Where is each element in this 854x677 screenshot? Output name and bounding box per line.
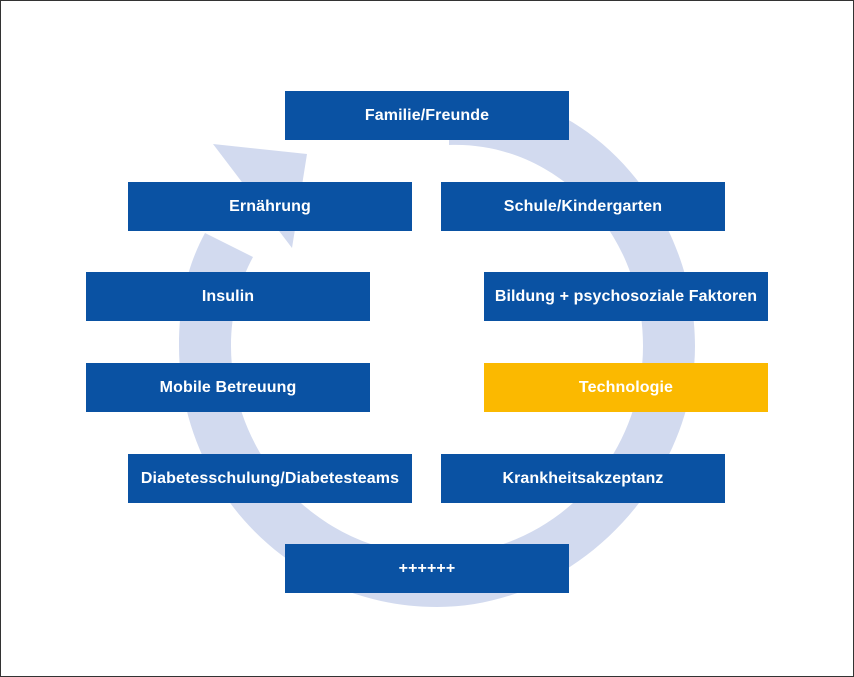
box-label: ++++++	[398, 559, 456, 577]
box-bildung-psychosoziale-faktoren: Bildung + psychosoziale Faktoren	[484, 272, 768, 321]
box-krankheitsakzeptanz: Krankheitsakzeptanz	[441, 454, 725, 503]
box-label: Bildung + psychosoziale Faktoren	[494, 287, 758, 305]
box-label: Mobile Betreuung	[159, 378, 297, 396]
box-label: Insulin	[201, 287, 255, 305]
box-technologie: Technologie	[484, 363, 768, 412]
box-label: Ernährung	[229, 197, 311, 215]
box-plus-placeholder: ++++++	[285, 544, 569, 593]
box-familie-freunde: Familie/Freunde	[285, 91, 569, 140]
box-label: Diabetesschulung/Diabetesteams	[140, 469, 400, 487]
box-ernaehrung: Ernährung	[128, 182, 412, 231]
box-diabetesschulung-diabetesteams: Diabetesschulung/Diabetesteams	[128, 454, 412, 503]
box-mobile-betreuung: Mobile Betreuung	[86, 363, 370, 412]
box-insulin: Insulin	[86, 272, 370, 321]
box-label: Technologie	[578, 378, 674, 396]
box-schule-kindergarten: Schule/Kindergarten	[441, 182, 725, 231]
box-label: Krankheitsakzeptanz	[502, 469, 664, 487]
box-label: Familie/Freunde	[364, 106, 490, 124]
box-label: Schule/Kindergarten	[503, 197, 663, 215]
